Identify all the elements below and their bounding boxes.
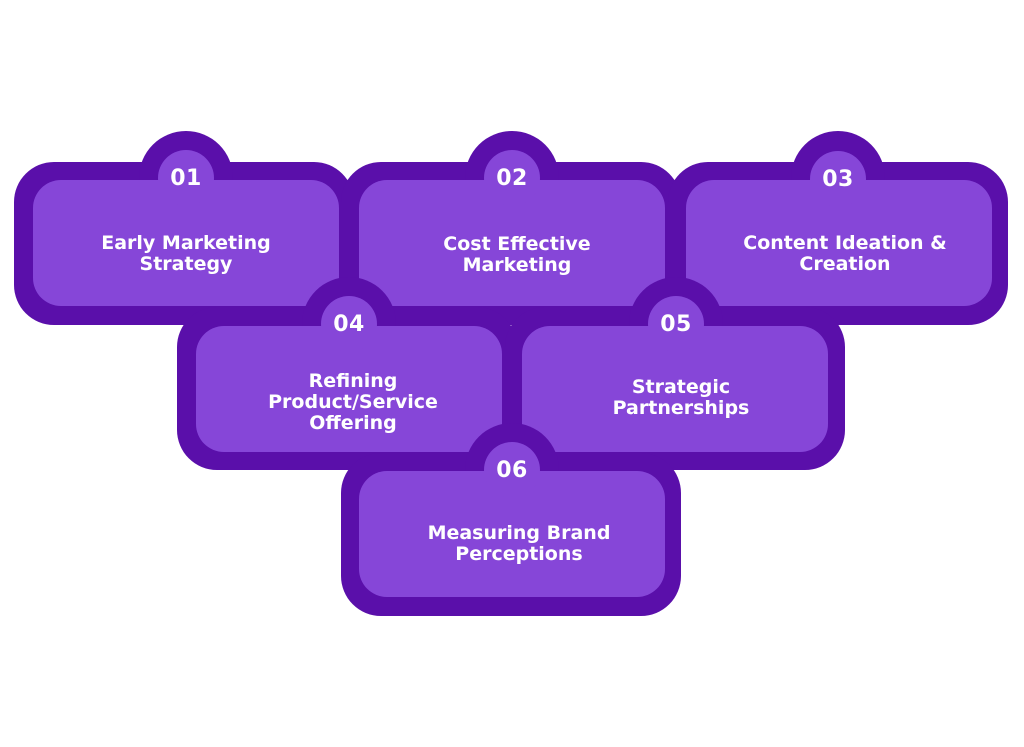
step-number-03: 03 [810, 151, 866, 207]
step-label-05: Strategic Partnerships [612, 376, 750, 419]
step-label-01: Early Marketing Strategy [101, 232, 271, 275]
step-label-06: Measuring Brand Perceptions [427, 522, 611, 565]
step-number-05: 05 [648, 296, 704, 352]
step-label-03: Content Ideation & Creation [743, 232, 947, 275]
step-number-02: 02 [484, 150, 540, 206]
step-number-06: 06 [484, 442, 540, 498]
step-label-04: Refining Product/Service Offering [268, 369, 438, 434]
step-label-02: Cost Effective Marketing [443, 233, 591, 276]
step-number-04: 04 [321, 296, 377, 352]
step-number-01: 01 [158, 150, 214, 206]
